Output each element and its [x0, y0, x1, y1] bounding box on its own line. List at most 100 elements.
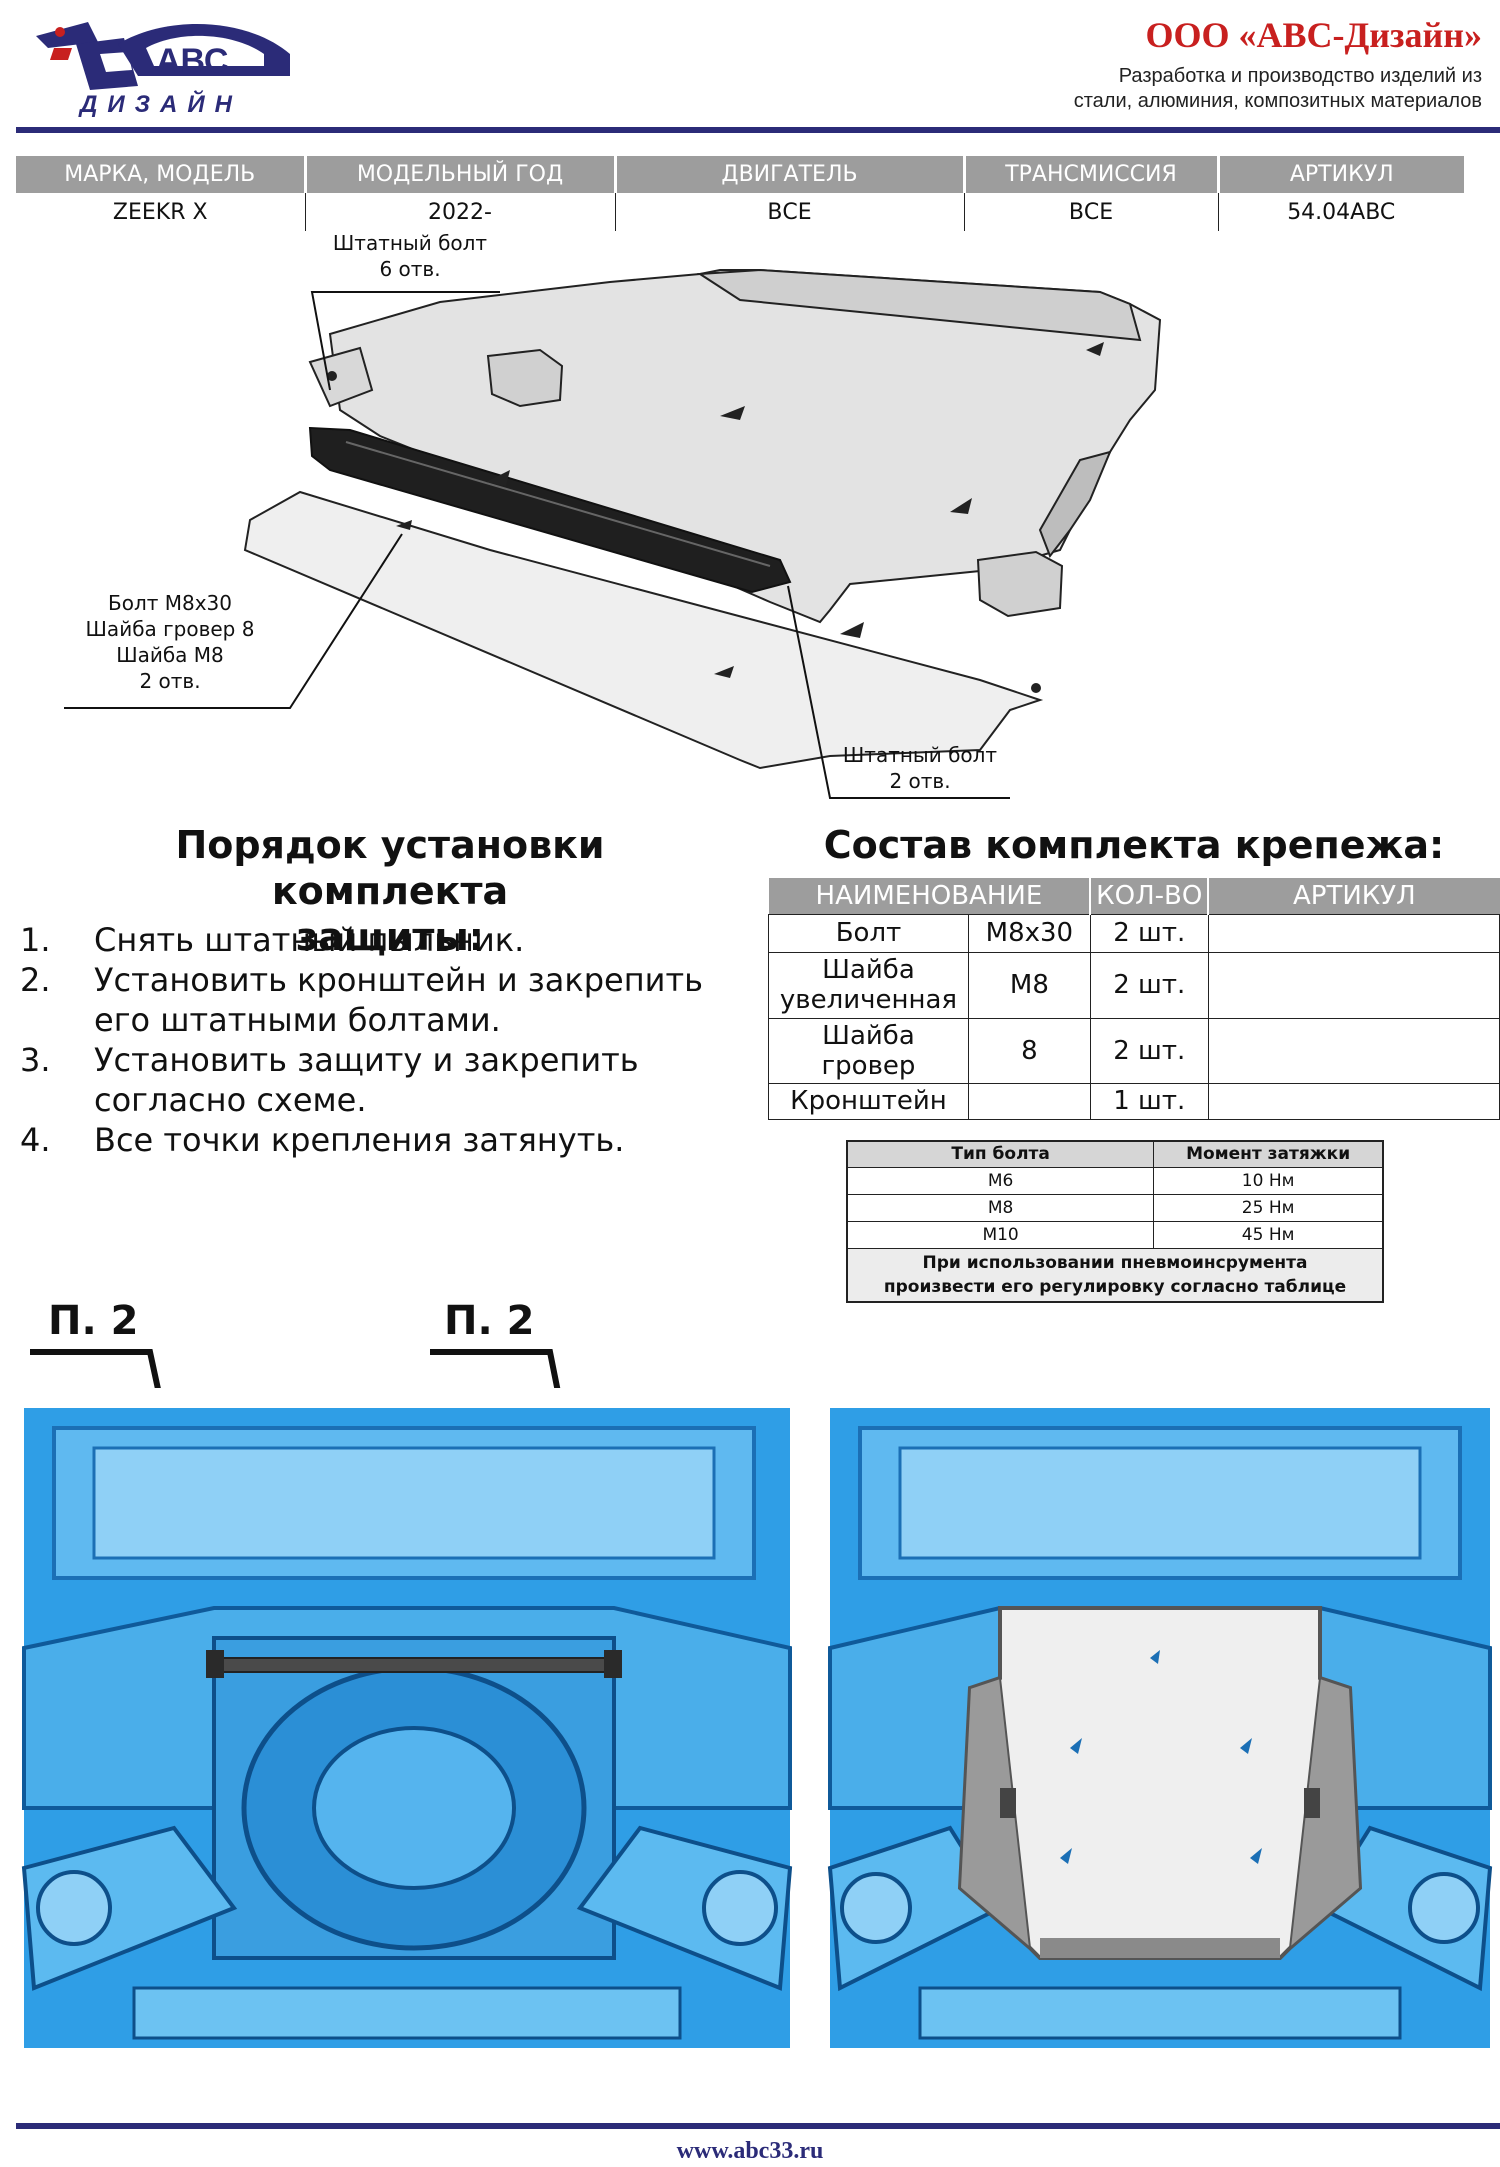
kit-item-qty: 2 шт. [1089, 951, 1209, 1019]
step-number: 2. [20, 961, 51, 999]
step-2-label-right: П. 2 [444, 1298, 535, 1344]
abc-design-logo: АВС ДИЗАЙН [28, 14, 298, 118]
step-text: Все точки крепления затянуть. [94, 1121, 625, 1159]
kit-item-qty: 1 шт. [1089, 1082, 1209, 1120]
kit-item-qty: 2 шт. [1089, 1017, 1209, 1084]
install-step: 3. Установить защиту и закрепить согласно… [20, 1040, 760, 1120]
kit-row: Болт М8х30 2 шт. [768, 913, 1500, 953]
callout-top: Штатный болт 6 отв. [310, 230, 510, 282]
kit-row: Кронштейн 1 шт. [768, 1082, 1500, 1120]
install-step: 2. Установить кронштейн и закрепить его ш… [20, 960, 760, 1040]
torque-bolt-type: М10 [846, 1220, 1155, 1249]
torque-value: 10 Нм [1153, 1166, 1384, 1195]
install-steps: 1. Снять штатный пыльник. 2. Установить кр… [20, 920, 760, 1160]
step-text: Установить кронштейн и закрепить его шта… [94, 961, 703, 1039]
spec-header-cell: АРТИКУЛ [1216, 156, 1464, 193]
logo-mark-icon: АВС ДИЗАЙН [36, 22, 290, 118]
torque-note-line: При использовании пневмоинсрумента [922, 1252, 1308, 1273]
kit-item-size: М8 [967, 951, 1091, 1019]
step-number: 1. [20, 921, 51, 959]
kit-item-size [967, 1082, 1091, 1120]
installed-bracket [209, 1657, 621, 1673]
kit-item-size: 8 [967, 1017, 1091, 1084]
logo-text-design: ДИЗАЙН [78, 89, 242, 118]
callout-left: Болт М8х30 Шайба гровер 8 Шайба М8 2 отв… [60, 590, 280, 694]
callout-text: Штатный болт [332, 231, 488, 255]
underbody-bracket-image [14, 1388, 800, 2068]
underbody-photo-bracket [14, 1388, 800, 2068]
install-step: 1. Снять штатный пыльник. [20, 920, 760, 960]
torque-row: М10 45 Нм [846, 1220, 1384, 1249]
spec-value-cell: 54.04ABC [1217, 193, 1464, 231]
underbody-plate-image [820, 1388, 1500, 2068]
kit-header-cell: КОЛ-ВО [1089, 878, 1209, 914]
kit-row: Шайба гровер 8 2 шт. [768, 1017, 1500, 1084]
callout-text: 2 отв. [889, 769, 951, 793]
skid-plate-drawing [0, 230, 1500, 810]
company-description: Разработка и производство изделий из ста… [1074, 64, 1482, 114]
step-number: 4. [20, 1121, 51, 1159]
torque-note-line: произвести его регулировку согласно табл… [883, 1276, 1347, 1297]
kit-item-name: Шайба гровер [768, 1017, 969, 1084]
kit-item-name: Кронштейн [768, 1082, 969, 1120]
kit-header-cell: АРТИКУЛ [1207, 878, 1500, 914]
torque-header-row: Тип болта Момент затяжки [846, 1140, 1384, 1168]
torque-header-cell: Момент затяжки [1153, 1140, 1384, 1168]
torque-note-row: При использовании пневмоинсрумента произ… [846, 1247, 1384, 1302]
callout-text: Штатный болт [842, 743, 998, 767]
kit-item-name: Шайба увеличенная [768, 951, 969, 1019]
spec-header-cell: ДВИГАТЕЛЬ [613, 156, 964, 193]
kit-header-row: НАИМЕНОВАНИЕ КОЛ-ВО АРТИКУЛ [768, 878, 1500, 914]
kit-item-size: М8х30 [967, 913, 1091, 953]
company-description-line: Разработка и производство изделий из [1118, 65, 1482, 87]
kit-row: Шайба увеличенная М8 2 шт. [768, 951, 1500, 1019]
callout-bottom: Штатный болт 2 отв. [820, 742, 1020, 794]
header-divider [16, 127, 1500, 133]
callout-text: 2 отв. [139, 669, 201, 693]
step-2-label-left: П. 2 [48, 1298, 139, 1344]
fastener-kit-table: НАИМЕНОВАНИЕ КОЛ-ВО АРТИКУЛ Болт М8х30 2… [768, 878, 1500, 1120]
kit-item-name: Болт [768, 913, 969, 953]
torque-bolt-type: М8 [846, 1193, 1155, 1222]
torque-value: 45 Нм [1153, 1220, 1384, 1249]
spec-header-row: МАРКА, МОДЕЛЬ МОДЕЛЬНЫЙ ГОД ДВИГАТЕЛЬ ТР… [16, 156, 1464, 193]
company-block: ООО «АВС-Дизайн» Разработка и производст… [1074, 14, 1482, 114]
callout-text: Шайба М8 [116, 643, 224, 667]
install-step: 4. Все точки крепления затянуть. [20, 1120, 760, 1160]
callout-text: 6 отв. [379, 257, 441, 281]
torque-bolt-type: М6 [846, 1166, 1155, 1195]
step-text: Снять штатный пыльник. [94, 921, 525, 959]
kit-item-article [1207, 951, 1500, 1019]
kit-item-article [1207, 913, 1500, 953]
spec-header-cell: МОДЕЛЬНЫЙ ГОД [303, 156, 615, 193]
install-title-line: Порядок установки комплекта [175, 823, 605, 913]
install-title: Порядок установки комплекта защиты: [60, 822, 720, 960]
torque-row: М6 10 Нм [846, 1166, 1384, 1195]
company-description-line: стали, алюминия, композитных материалов [1073, 90, 1482, 112]
callout-text: Шайба гровер 8 [85, 617, 255, 641]
kit-item-article [1207, 1017, 1500, 1084]
spec-value-row: ZEEKR X 2022- ВСЕ ВСЕ 54.04ABC [16, 193, 1464, 231]
footer-divider [16, 2123, 1500, 2129]
torque-row: М8 25 Нм [846, 1193, 1384, 1222]
torque-header-cell: Тип болта [846, 1140, 1155, 1168]
step-number: 3. [20, 1041, 51, 1079]
vehicle-spec-table: МАРКА, МОДЕЛЬ МОДЕЛЬНЫЙ ГОД ДВИГАТЕЛЬ ТР… [16, 156, 1464, 231]
kit-title: Состав комплекта крепежа: [823, 823, 1445, 867]
spec-header-cell: МАРКА, МОДЕЛЬ [16, 156, 305, 193]
install-title-line: защиты: [296, 915, 484, 959]
torque-value: 25 Нм [1153, 1193, 1384, 1222]
website-link[interactable]: www.abc33.ru [676, 2138, 824, 2164]
torque-note: При использовании пневмоинсрумента произ… [846, 1247, 1384, 1302]
kit-item-article [1207, 1082, 1500, 1120]
skid-plate-illustration [64, 268, 1162, 799]
callout-text: Болт М8х30 [107, 591, 232, 615]
company-name: ООО «АВС-Дизайн» [1145, 15, 1482, 55]
logo-text-abc: АВС [156, 42, 228, 80]
spec-value-cell: 2022- [304, 193, 615, 231]
spec-value-cell: ZEEKR X [112, 199, 208, 225]
kit-header-cell: НАИМЕНОВАНИЕ [768, 878, 1091, 914]
spec-header-cell: ТРАНСМИССИЯ [962, 156, 1218, 193]
step-text: Установить защиту и закрепить согласно с… [94, 1041, 639, 1119]
spec-value-cell: ВСЕ [614, 193, 964, 231]
